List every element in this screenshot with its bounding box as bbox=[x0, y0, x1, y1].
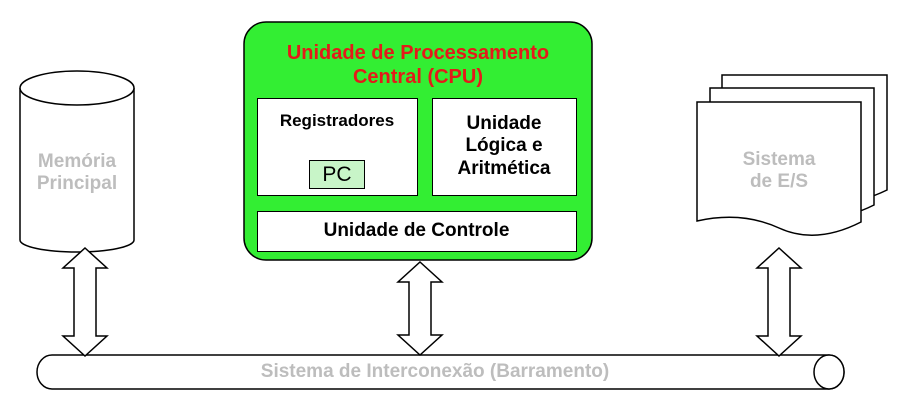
memory-label-line2: Principal bbox=[36, 173, 118, 194]
registers-label: Registradores bbox=[279, 110, 395, 130]
memory-label-line1: Memória bbox=[37, 150, 117, 172]
alu-box: Unidade Lógica e Aritmética bbox=[432, 98, 577, 196]
control-unit-label: Unidade de Controle bbox=[323, 219, 510, 241]
memory-bus-double-arrow bbox=[61, 246, 109, 358]
memory-cylinder-shape bbox=[19, 70, 135, 253]
io-label-line2: de E/S bbox=[749, 171, 809, 192]
cpu-title-line1: Unidade de Processamento bbox=[286, 42, 550, 65]
pc-register: PC bbox=[309, 160, 365, 189]
bus-cylinder-shape bbox=[36, 354, 845, 390]
alu-label-line2: Lógica e bbox=[465, 135, 543, 157]
io-documents-shape bbox=[696, 74, 888, 236]
memory-label: Memória Principal bbox=[20, 142, 134, 204]
alu-label-line3: Aritmética bbox=[457, 157, 551, 179]
io-system-label: Sistema de E/S bbox=[697, 140, 861, 202]
control-unit-box: Unidade de Controle bbox=[257, 211, 577, 252]
cpu-box bbox=[243, 21, 593, 261]
cpu-bus-double-arrow bbox=[396, 260, 444, 357]
alu-label-line1: Unidade bbox=[466, 112, 542, 134]
registers-box: Registradores PC bbox=[257, 98, 418, 196]
bus-label: Sistema de Interconexão (Barramento) bbox=[260, 360, 610, 382]
cpu-title: Unidade de Processamento Central (CPU) bbox=[244, 40, 592, 92]
alu-label: Unidade Lógica e Aritmética bbox=[433, 99, 575, 194]
io-bus-double-arrow bbox=[755, 246, 803, 358]
io-label-line1: Sistema bbox=[742, 148, 816, 170]
cpu-title-line2: Central (CPU) bbox=[352, 66, 483, 88]
